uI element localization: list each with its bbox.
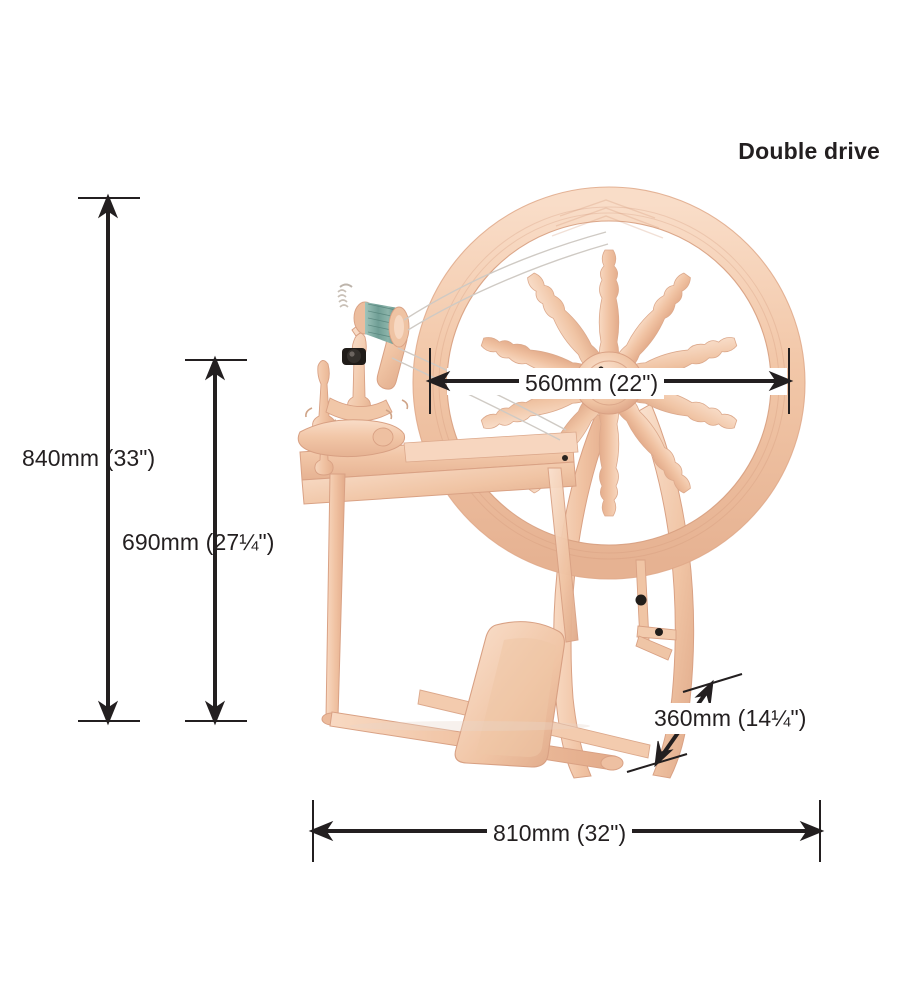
tension-knob [342,348,366,365]
page-title: Double drive [738,138,880,164]
treadle [454,621,565,768]
dimension-label-wheel-diameter: 560mm (22") [519,368,665,399]
footman-rod [635,559,677,661]
tension-spring [337,283,353,308]
dimension-label-depth: 360mm (14¼") [648,703,813,734]
table-frame [299,431,579,505]
dimension-label-height-overall: 840mm (33") [22,445,156,471]
flyer-assembly [297,283,410,476]
dimension-label-height-table: 690mm (27¼") [122,529,275,555]
rear-leg [547,467,579,643]
dimension-label-width-overall: 810mm (32") [487,818,633,849]
drive-bands [391,231,609,441]
front-left-leg [321,473,346,726]
bobbin-yarn [353,301,410,348]
